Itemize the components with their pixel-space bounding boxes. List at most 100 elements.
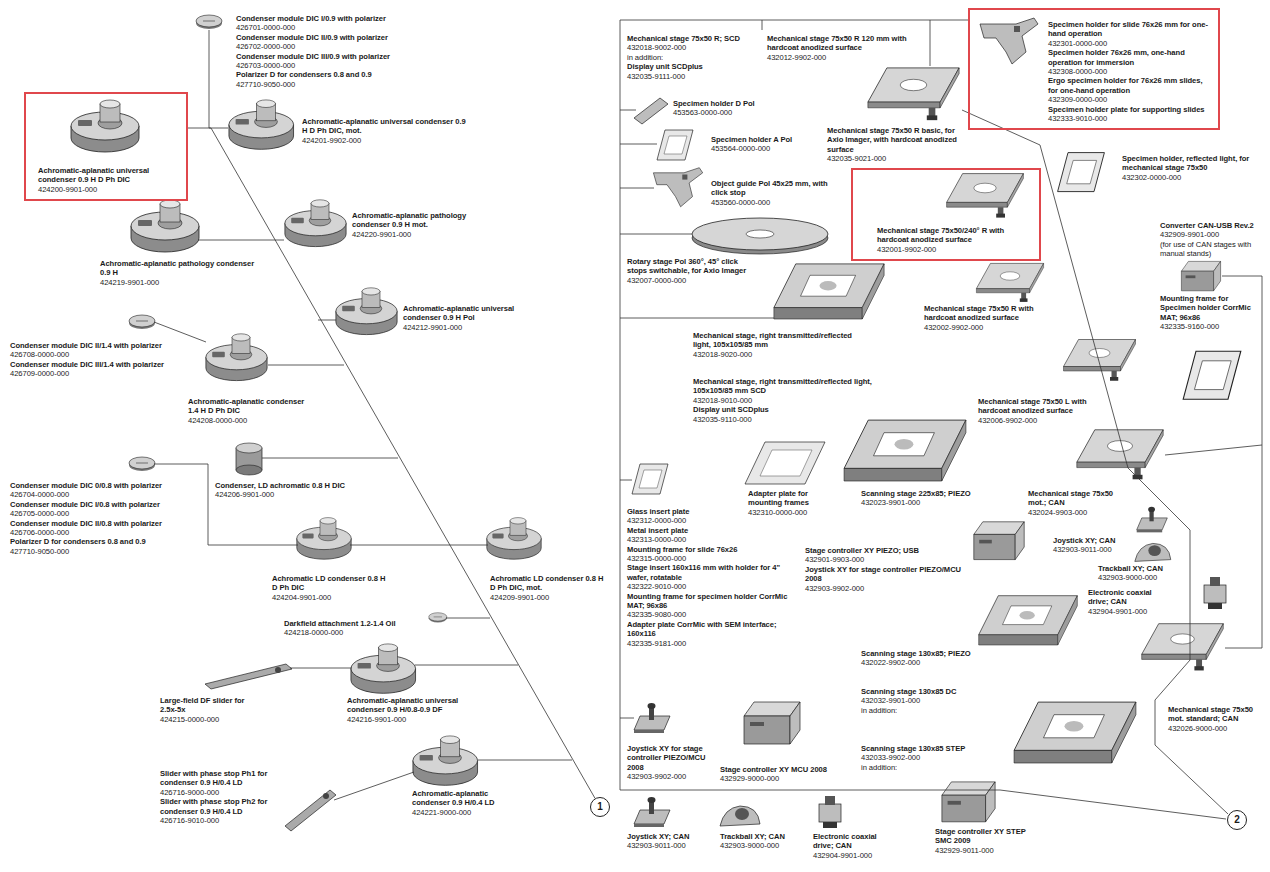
part-name: Electronic coaxial drive; CAN [813,832,893,851]
joystick-picture [634,797,670,827]
part-name: Condenser module DIC III/0.9 with polari… [236,52,436,61]
part-name: Slider with phase stop Ph2 for condenser… [160,797,278,816]
stage-picture [844,420,966,481]
tree-line [290,668,352,669]
stage-picture [1014,702,1136,763]
label-group: Achromatic-aplanatic universal condenser… [347,696,477,724]
label-group: Condenser, LD achromatic 0.8 H DIC424206… [215,481,395,500]
part-number: 432032-9901-000 [861,696,1001,705]
label-group: Specimen holder D Pol453563-0000-000 [673,99,783,118]
module-disc [129,457,155,471]
label-group: Achromatic-aplanatic condenser 0.9 H/0.4… [412,789,527,817]
highlight-box: Mechanical stage 75x50/240° R with hardc… [851,168,1041,261]
part-number: 432903-9000-000 [1098,573,1188,582]
insert-plate-picture [632,464,668,494]
part-name: Converter CAN-USB Rev.2 [1160,221,1265,230]
label-group: Joystick XY; CAN432903-9011-000 [1053,536,1143,555]
part-number: 432002-9902-000 [924,323,1064,332]
part-number: 432903-9902-000 [805,584,965,593]
label-group: Large-field DF slider for 2.5x-5x424215-… [160,696,255,724]
tree-line [415,665,518,666]
part-number: in addition: [861,706,1001,715]
controller-picture [974,522,1024,560]
label-group: Stage controller XY MCU 2008432929-9000-… [720,765,840,784]
label-group: Condenser module DIC II/1.4 with polariz… [10,341,200,379]
label-group: Mechanical stage 75x50 R basic, for Axio… [827,126,962,164]
part-number: 432302-0000-000 [1122,173,1262,182]
tree-line [478,760,572,761]
tree-line [620,144,657,145]
part-number: 426701-0000-000 [236,23,436,32]
stage-picture [976,263,1043,302]
part-number: 432007-0000-000 [627,276,747,285]
part-number: 432903-9011-000 [627,841,712,850]
stage-picture [1142,624,1224,671]
part-number: 424215-0000-000 [160,715,255,724]
part-name: Adapter plate for mounting frames [748,489,833,508]
part-name: Mechanical stage 75x50 R 120 mm with har… [767,34,927,53]
part-number: (for use of CAN stages with manual stand… [1160,240,1265,259]
tree-line [620,718,634,719]
tree-line [198,240,284,241]
part-number: 432035-9110-000 [693,415,888,424]
part-number: 427710-9050-000 [10,547,200,556]
stage-illustrations [632,18,1241,828]
part-name: Achromatic LD condenser 0.8 H D Ph DIC [272,574,387,593]
part-name: Mounting frame for specimen holder CorrM… [627,592,797,611]
part-name: Stage insert 160x116 mm with holder for … [627,563,797,582]
part-name: Mechanical stage 75x50/240° R with hardc… [877,226,1035,245]
label-group: Darkfield attachment 1.2-1.4 Oil424218-0… [284,619,434,638]
part-number: 432322-9010-000 [627,582,797,591]
label-group: Mechanical stage, right transmitted/refl… [693,377,888,424]
node-text-block: 1 [597,801,603,813]
part-number: 432335-9160-000 [1160,322,1260,331]
node-text-block: Specimen holder for slide 76x26 mm for o… [1048,20,1214,123]
label-group: Scanning stage 130x85; PIEZO432022-9902-… [861,649,1001,668]
label-group: Joystick XY; CAN432903-9011-000 [627,832,712,851]
tree-line [620,318,774,319]
part-number: 432929-9011-000 [935,846,1035,855]
tree-line [262,458,398,459]
label-group: Glass insert plate432312-0000-000Metal i… [627,507,797,648]
part-name: Mechanical stage 75x50 R basic, for Axio… [827,126,962,154]
part-number: 432026-9000-000 [1168,724,1263,733]
part-number: 426703-0000-000 [236,61,436,70]
part-name: Specimen holder A Pol [711,135,821,144]
trackball-picture [1135,543,1171,561]
part-name: Adapter plate CorrMic with SEM interface… [627,620,797,639]
part-name: Scanning stage 130x85; PIEZO [861,649,1001,658]
darkfield-picture [429,613,447,623]
part-name: Specimen holder, reflected light, for me… [1122,154,1262,173]
condenser-picture [336,288,397,335]
part-number: 432018-9002-000 [627,43,762,52]
part-number: 432309-0000-000 [1048,95,1214,104]
part-name: Achromatic-aplanatic universal condenser… [347,696,477,715]
label-group: Adapter plate for mounting frames432310-… [748,489,833,517]
part-name: Slider with phase stop Ph1 for condenser… [160,769,278,788]
tree-line [620,110,636,111]
part-name: Ergo specimen holder for 76x26 mm slides… [1048,76,1214,95]
tree-line [334,772,414,800]
label-group: Specimen holder A Pol453564-0000-000 [711,135,821,154]
part-name: Achromatic-aplanatic pathology condenser… [100,259,260,278]
label-group: Achromatic-aplanatic pathology condenser… [100,259,260,287]
label-group: Achromatic-aplanatic condenser 1.4 H D P… [188,397,313,425]
part-number: 432006-9902-000 [978,416,1108,425]
part-number: 432901-9903-000 [805,555,965,564]
converter-picture [1181,261,1220,290]
tree-line [620,188,654,189]
condenser-picture [206,334,267,381]
label-group: Converter CAN-USB Rev.2432909-9901-000(f… [1160,221,1265,259]
label-group: Slider with phase stop Ph1 for condenser… [160,769,278,825]
part-number: 424216-9901-000 [347,715,477,724]
part-name: Display unit SCDplus [693,405,888,414]
part-number: 424200-9901-000 [38,185,182,194]
part-name: Mechanical stage 75x50 R; SCD [627,34,762,43]
slider-picture [285,790,336,831]
condenser-picture [285,200,346,247]
holder-picture [657,130,693,160]
part-number: 432033-9902-000 [861,753,1001,762]
part-number: 432335-9181-000 [627,639,797,648]
label-group: Rotary stage Pol 360°, 45° click stops s… [627,257,747,285]
